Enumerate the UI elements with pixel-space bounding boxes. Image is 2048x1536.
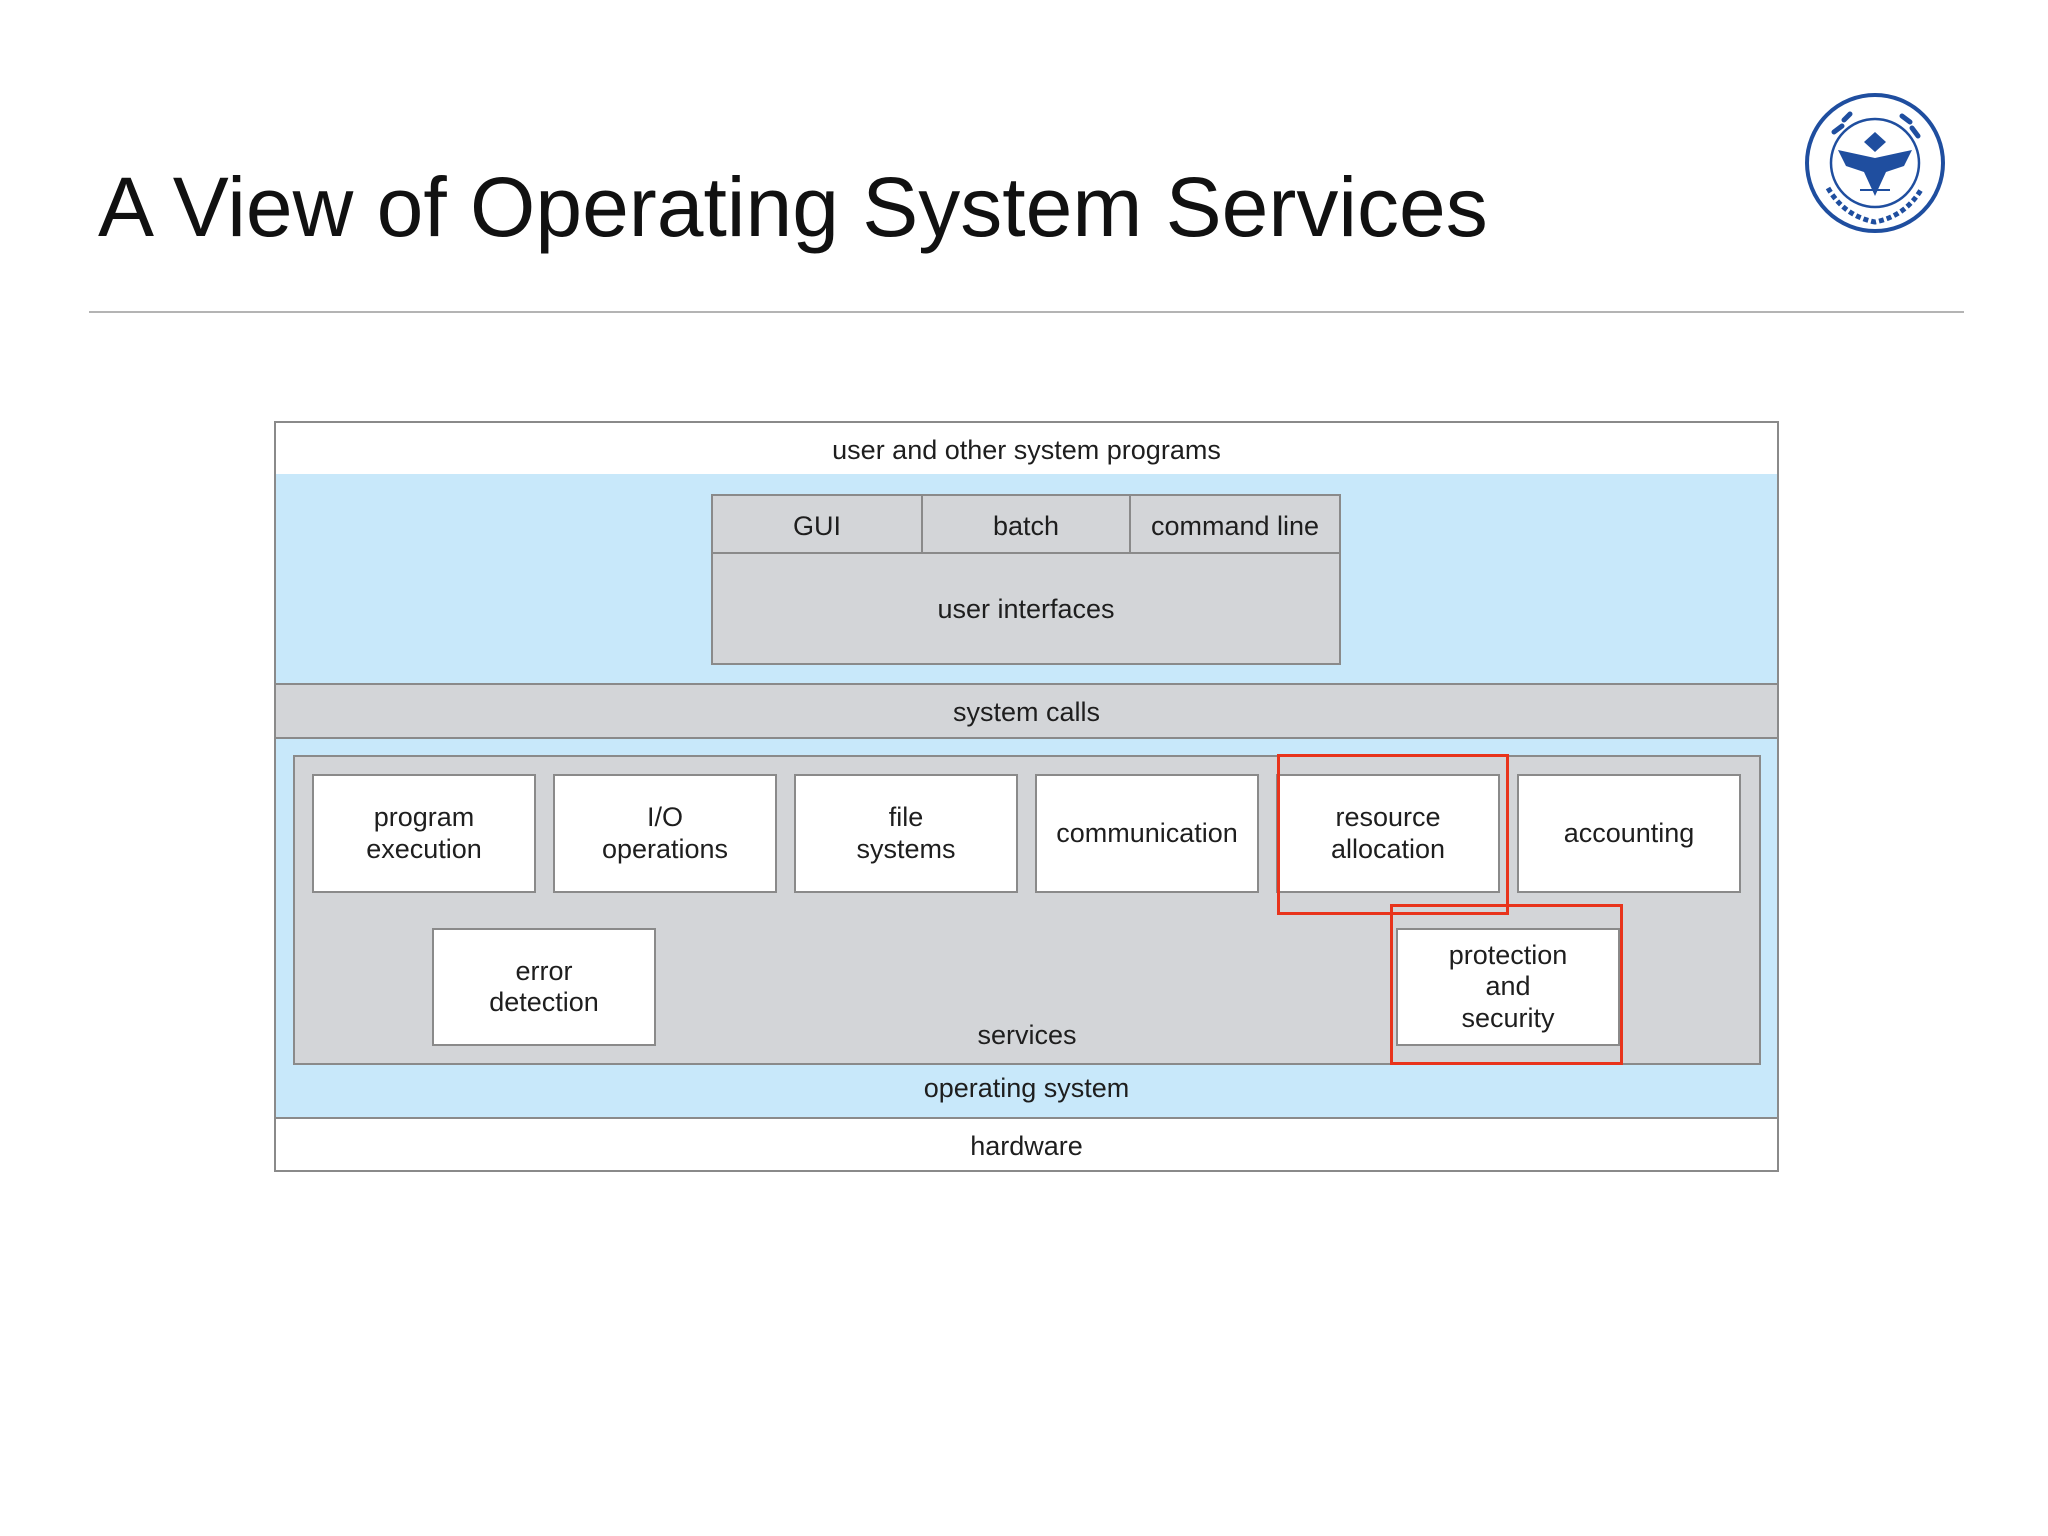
services-label-wrap: services (293, 1020, 1761, 1056)
hardware-layer: hardware (274, 1117, 1779, 1172)
highlight-protection-and-security (1390, 904, 1623, 1065)
service-error-detection: error detection (432, 928, 656, 1046)
interface-gui-label: GUI (792, 511, 841, 541)
service-accounting: accounting (1517, 774, 1741, 893)
zhejiang-university-logo (1804, 92, 1946, 234)
university-seal-icon (1805, 93, 1945, 233)
interface-cell-batch: batch (921, 494, 1131, 554)
service-protection-and-security: protection and security (1396, 928, 1620, 1046)
service-program-execution: program execution (312, 774, 536, 893)
title-divider (89, 311, 1964, 313)
user-programs-layer: user and other system programs (274, 421, 1779, 476)
highlight-resource-allocation (1277, 754, 1509, 915)
system-calls-layer: system calls (274, 683, 1779, 739)
interface-cell-gui: GUI (711, 494, 923, 554)
services-label: services (977, 1020, 1077, 1050)
interface-cell-command-line: command line (1129, 494, 1341, 554)
system-calls-label: system calls (952, 697, 1101, 727)
user-interfaces-label: user interfaces (937, 594, 1115, 624)
interface-command-line-label: command line (1150, 511, 1320, 541)
service-communication: communication (1035, 774, 1259, 893)
slide-title: A View of Operating System Services (98, 160, 1488, 254)
user-interfaces-label-wrap: user interfaces (711, 594, 1341, 630)
interface-batch-label: batch (992, 511, 1060, 541)
service-file-systems: file systems (794, 774, 1018, 893)
operating-system-label-wrap: operating system (274, 1073, 1779, 1109)
operating-system-label: operating system (923, 1073, 1130, 1103)
user-programs-label: user and other system programs (832, 435, 1221, 465)
service-resource-allocation: resource allocation (1276, 774, 1500, 893)
hardware-label: hardware (970, 1131, 1083, 1161)
service-io-operations: I/O operations (553, 774, 777, 893)
